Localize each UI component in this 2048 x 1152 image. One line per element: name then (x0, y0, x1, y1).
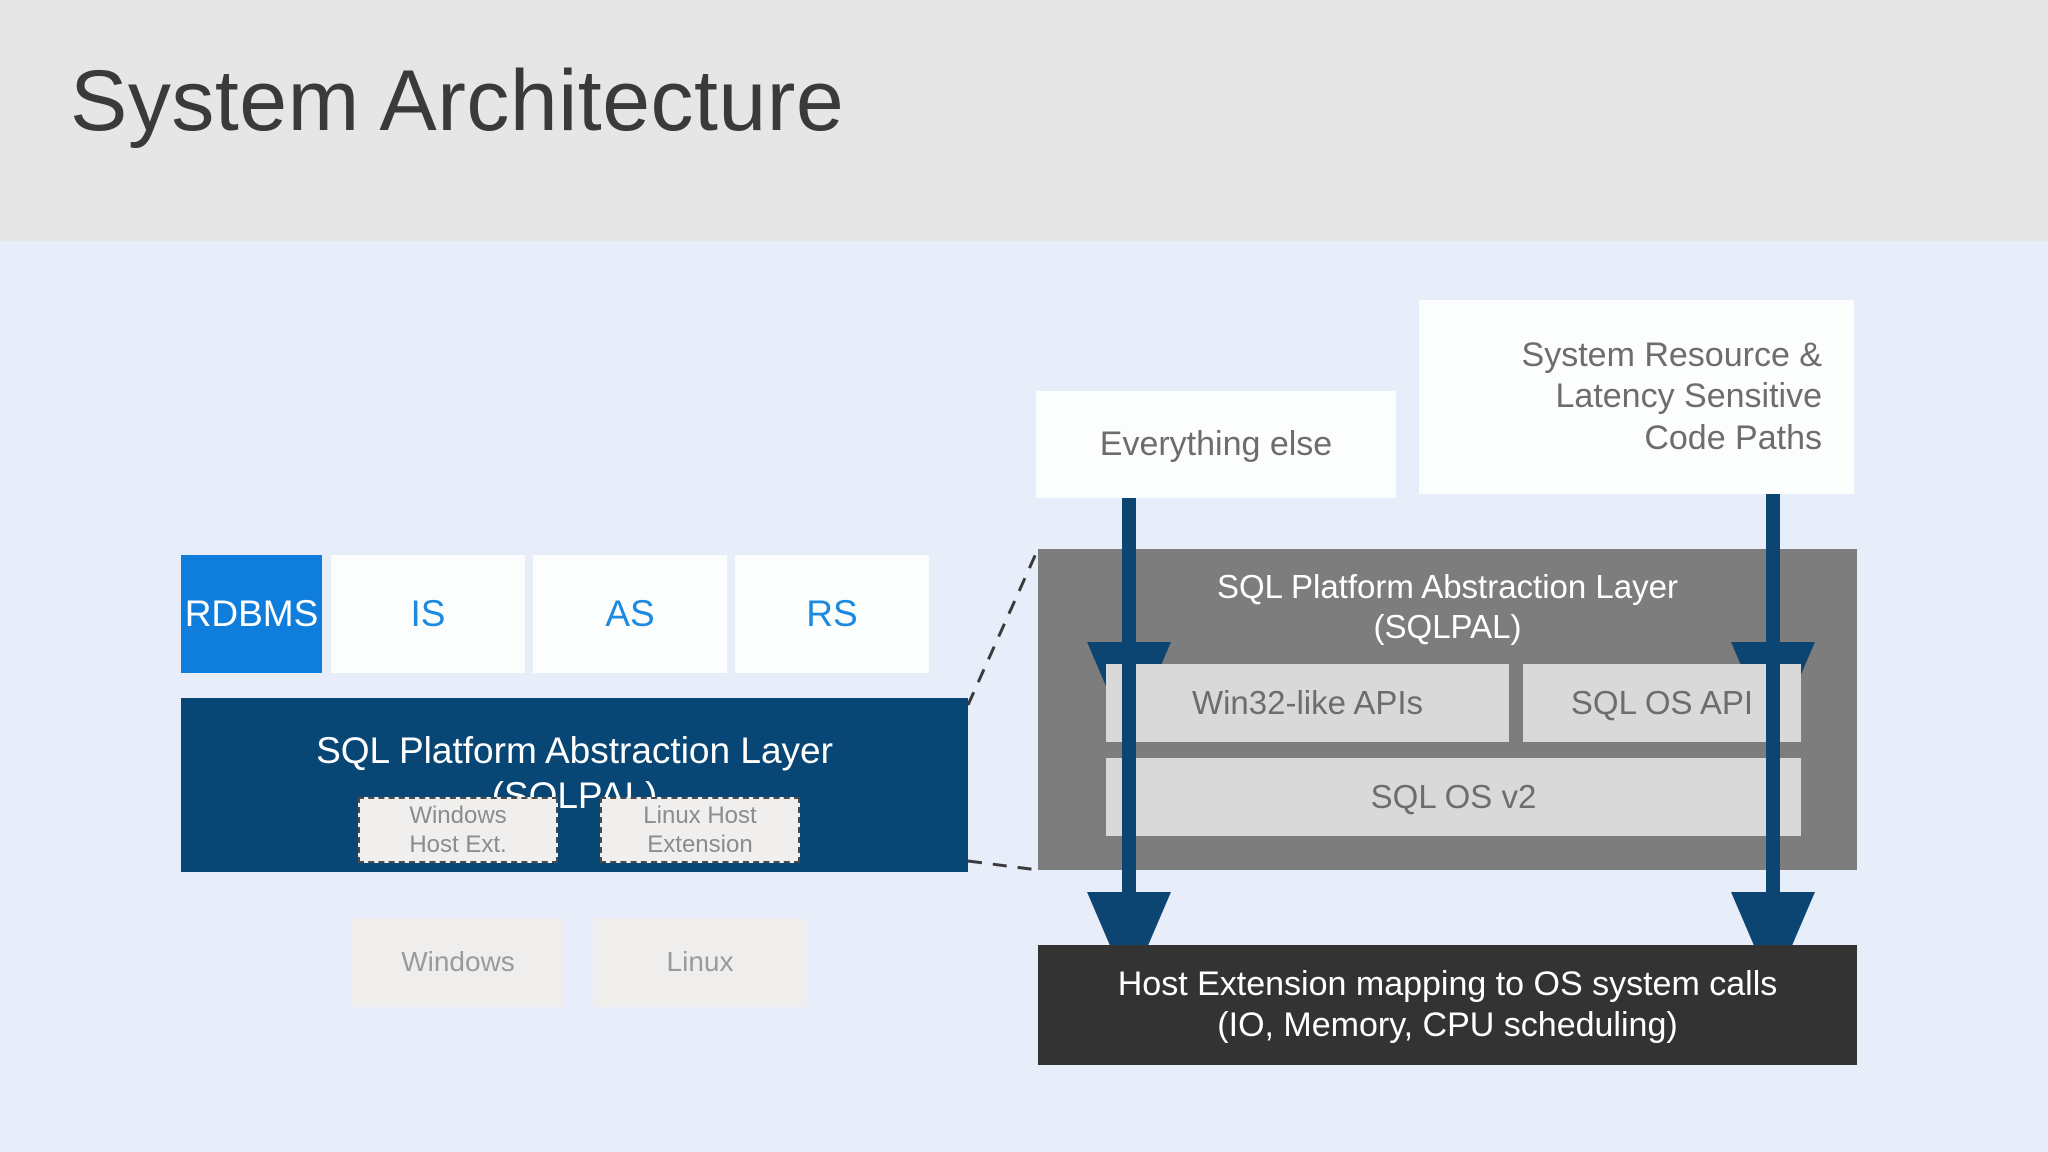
api-box-sql-os-api: SQL OS API (1523, 664, 1801, 742)
api-box-win32: Win32-like APIs (1106, 664, 1509, 742)
service-tile-as[interactable]: AS (533, 555, 727, 673)
linux-host-extension-box: Linux Host Extension (600, 797, 800, 863)
callout-system-resource: System Resource & Latency Sensitive Code… (1419, 300, 1854, 494)
windows-host-extension-box: Windows Host Ext. (358, 797, 558, 863)
header-band (0, 0, 2048, 241)
service-tile-is[interactable]: IS (331, 555, 525, 673)
page-title: System Architecture (70, 53, 845, 149)
linux-os-box: Linux (594, 918, 806, 1007)
connector-line-top (966, 548, 1040, 706)
service-tile-rdbms[interactable]: RDBMS (181, 555, 322, 673)
service-tile-rs[interactable]: RS (735, 555, 929, 673)
host-extension-mapping-block: Host Extension mapping to OS system call… (1038, 945, 1857, 1065)
api-box-sql-os-v2: SQL OS v2 (1106, 758, 1801, 836)
left-sqlpal-block: SQL Platform Abstraction Layer (SQLPAL) (181, 698, 968, 872)
callout-everything-else: Everything else (1036, 391, 1396, 498)
diagram-canvas: RDBMS IS AS RS SQL Platform Abstraction … (0, 241, 2048, 1152)
windows-os-box: Windows (352, 918, 564, 1007)
connector-line-bottom (967, 859, 1039, 872)
